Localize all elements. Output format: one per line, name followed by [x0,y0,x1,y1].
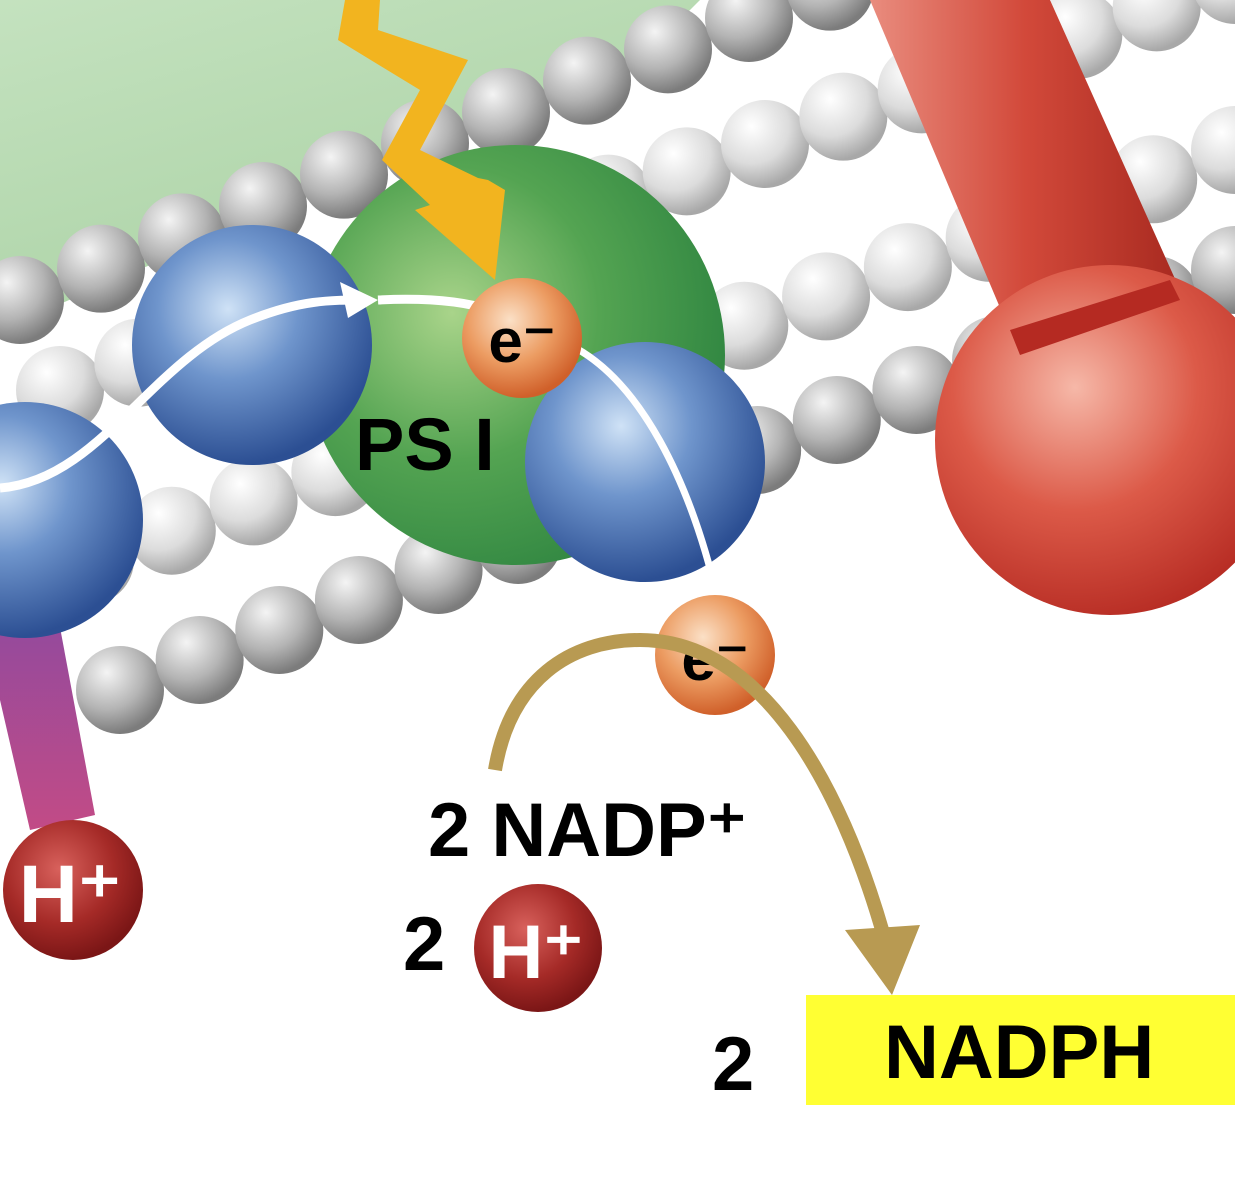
lipid-head [624,5,712,94]
lipid-head [721,100,809,188]
lipid-head [1195,0,1235,24]
electron-path-2 [568,341,722,601]
nadph-highlight [806,995,1235,1105]
lipid-head [127,486,216,575]
lipid-head [155,616,244,704]
proton-label: H⁺ [19,849,122,940]
reduction-arrow [488,632,892,942]
light-bolt-icon [338,0,505,280]
nadph-coefficient: 2 [712,1022,754,1107]
lipid-head [788,0,872,31]
nadp-label: 2 NADP⁺ [428,788,747,873]
lipid-head [543,36,631,125]
blue-protein-right [525,342,765,582]
proton-label: H⁺ [489,910,584,995]
lipid-head [799,72,888,161]
proton-2: H⁺ [474,884,602,1012]
lipid-head [76,646,164,734]
nadph-label: NADPH [884,1010,1154,1095]
reduction-arrowhead [845,925,920,995]
lipid-head [782,252,871,341]
psi-label: PS I [355,403,495,486]
lipid-head [462,68,550,156]
lipid-head [0,256,64,344]
lipid-head [314,556,403,644]
lipid-head [1191,106,1235,194]
lipid-head [792,376,881,464]
lipid-head [57,224,145,313]
electron-path-arrow [0,295,366,493]
red-protein [870,0,1235,615]
lipid-head [209,457,298,546]
lipid-head [235,586,324,674]
lipid-head [642,127,731,216]
lipid-head [863,223,952,312]
electron-path-arrowhead [340,282,378,318]
red-protein-head [935,265,1235,615]
lipid-head [1112,0,1201,52]
electron-1: e⁻ [462,278,582,398]
lipid-head [300,130,388,219]
electron-label: e⁻ [488,307,555,376]
proton-coefficient: 2 [403,902,445,987]
lipid-head [705,0,793,62]
proton-1: H⁺ [3,820,143,960]
blue-protein-left [0,402,143,638]
blue-protein-center [132,225,372,465]
